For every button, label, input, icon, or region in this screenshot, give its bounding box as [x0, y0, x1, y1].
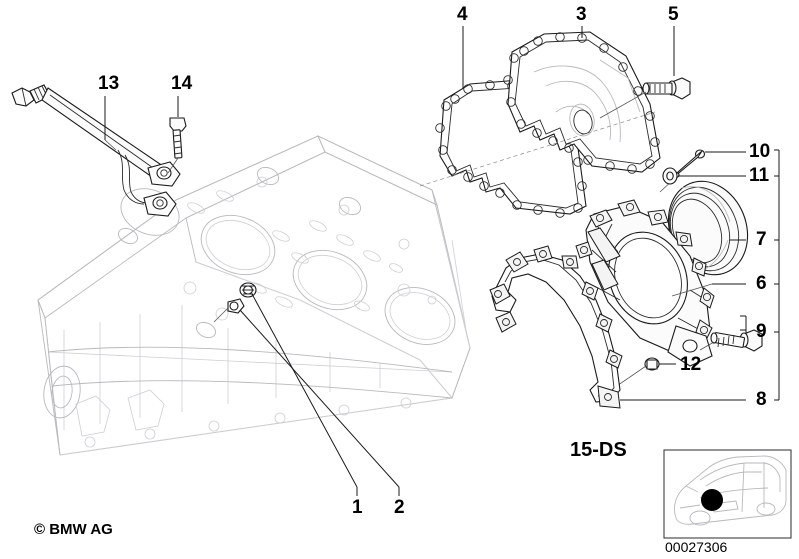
vehicle-thumbnail: [663, 449, 792, 539]
part-9-hex-bolt-lower: [699, 315, 763, 352]
part-14-sensor-bolt: [167, 96, 187, 174]
diagram-id: 00027306: [665, 539, 728, 555]
engine-location-marker: [701, 489, 723, 511]
callout-label-10: 10: [749, 141, 771, 162]
callout-bracket: [774, 149, 780, 401]
callout-label-9: 9: [756, 321, 767, 342]
part-3-timing-case-cover: [419, 26, 661, 187]
callout-label-11: 11: [749, 165, 770, 186]
part-8-seal-housing-gasket: [489, 245, 746, 409]
callout-label-5: 5: [668, 4, 679, 25]
part-13-knock-sensor-harness: [11, 84, 181, 217]
copyright-notice: © BMW AG: [34, 521, 113, 538]
engine-block-ghost: [37, 135, 471, 456]
part-11-sealing-washer: [662, 167, 746, 185]
callout-label-12: 12: [680, 354, 702, 375]
callout-label-7: 7: [756, 229, 767, 250]
part-6-crankshaft-seal-housing: [575, 199, 746, 367]
callout-label-3: 3: [576, 4, 587, 25]
callout-label-13: 13: [98, 73, 120, 94]
callout-label-8: 8: [756, 389, 767, 410]
part-2-plug-lower: [213, 298, 400, 496]
callout-label-4: 4: [457, 4, 468, 25]
group-code: 15-DS: [570, 439, 627, 461]
callout-label-2: 2: [394, 497, 405, 518]
part-1-plug-upper: [239, 282, 358, 496]
callout-label-14: 14: [171, 73, 193, 94]
callout-label-6: 6: [756, 273, 767, 294]
callout-label-1: 1: [352, 497, 363, 518]
part-5-hex-bolt-upper: [599, 26, 691, 119]
